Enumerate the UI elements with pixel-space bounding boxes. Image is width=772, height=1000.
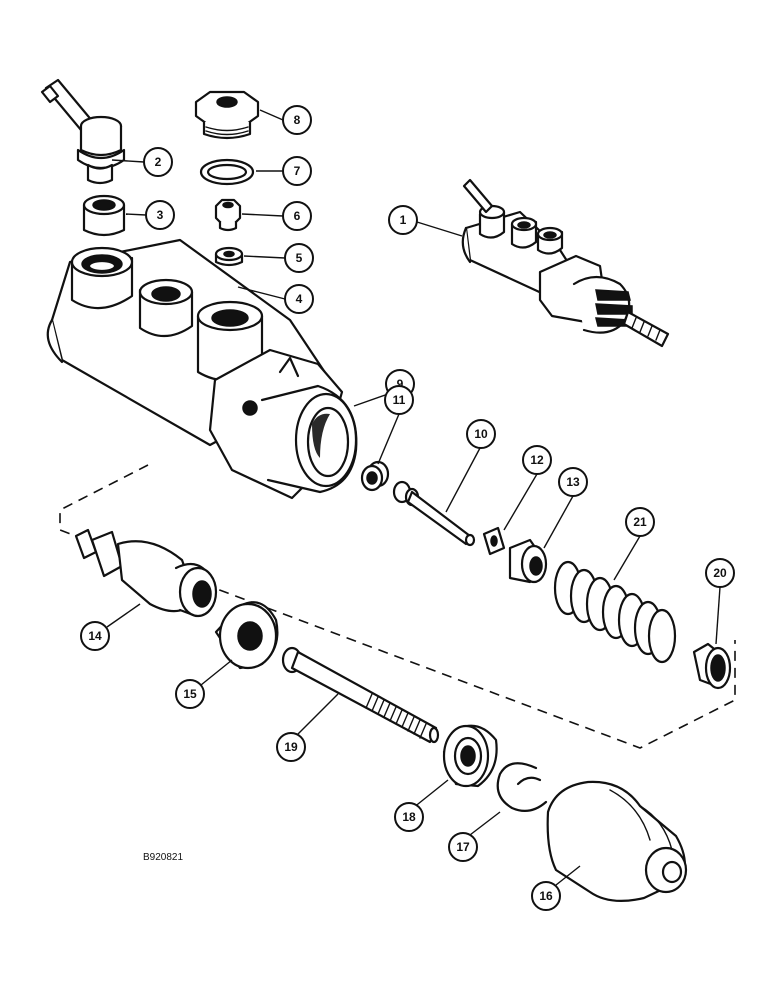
callout-12: 12: [522, 445, 552, 475]
part-12-retainer: [482, 526, 506, 556]
callout-14: 14: [80, 621, 110, 651]
callout-7: 7: [282, 156, 312, 186]
callout-8-label: 8: [294, 113, 301, 127]
callout-2: 2: [143, 147, 173, 177]
callout-3-label: 3: [157, 208, 164, 222]
callout-1: 1: [388, 205, 418, 235]
part-6-valve-seat: [214, 198, 242, 232]
part-3-bushing: [82, 194, 126, 237]
part-5-seal: [214, 246, 244, 267]
callout-12-label: 12: [530, 453, 544, 467]
callout-6: 6: [282, 201, 312, 231]
callout-7-label: 7: [294, 164, 301, 178]
callout-11-label: 11: [393, 393, 406, 407]
callout-3: 3: [145, 200, 175, 230]
part-21-spring: [553, 560, 677, 664]
part-11-cup-seal: [360, 460, 390, 492]
part-18-seal-washer: [442, 724, 498, 788]
callout-13-label: 13: [566, 475, 580, 489]
part-1-cylinder-assembly: [461, 178, 670, 348]
part-17-snap-ring: [496, 762, 548, 813]
part-20-sleeve: [692, 642, 732, 690]
callout-16-label: 16: [539, 889, 553, 903]
callout-15-label: 15: [183, 687, 197, 701]
leader-lines: [106, 109, 721, 886]
callout-20: 20: [705, 558, 735, 588]
callout-6-label: 6: [294, 209, 301, 223]
callout-18: 18: [394, 802, 424, 832]
drawing-code: B920821: [143, 852, 183, 863]
callout-16: 16: [531, 881, 561, 911]
part-7-o-ring: [199, 158, 255, 186]
part-2-fitting: [40, 78, 126, 185]
callout-2-label: 2: [155, 155, 162, 169]
callout-17: 17: [448, 832, 478, 862]
callout-4-label: 4: [296, 292, 303, 306]
callout-19-label: 19: [284, 740, 298, 754]
callout-1-label: 1: [400, 213, 407, 227]
callout-18-label: 18: [402, 810, 416, 824]
part-10-valve-stem: [392, 480, 476, 547]
callout-20-label: 20: [713, 566, 727, 580]
kit-dashed-outline: [59, 464, 736, 749]
callout-8: 8: [282, 105, 312, 135]
callout-11: 11: [384, 385, 414, 415]
part-9-cylinder-body: [46, 238, 358, 500]
callout-19: 19: [276, 732, 306, 762]
part-15-washer: [214, 601, 279, 670]
callout-15: 15: [175, 679, 205, 709]
part-16-boot: [546, 780, 688, 903]
callout-5-label: 5: [296, 251, 303, 265]
callout-5: 5: [284, 243, 314, 273]
callout-21: 21: [625, 507, 655, 537]
callout-9-label: 9: [397, 377, 404, 391]
part-13-spring-seat: [508, 538, 548, 584]
part-8-hex-plug: [194, 90, 260, 140]
callout-14-label: 14: [88, 629, 102, 643]
callout-21-label: 21: [633, 515, 647, 529]
callout-10: 10: [466, 419, 496, 449]
callout-4: 4: [284, 284, 314, 314]
part-19-push-rod: [281, 646, 440, 744]
callout-17-label: 17: [456, 840, 470, 854]
part-14-piston: [74, 528, 218, 618]
callout-10-label: 10: [474, 427, 488, 441]
callout-13: 13: [558, 467, 588, 497]
